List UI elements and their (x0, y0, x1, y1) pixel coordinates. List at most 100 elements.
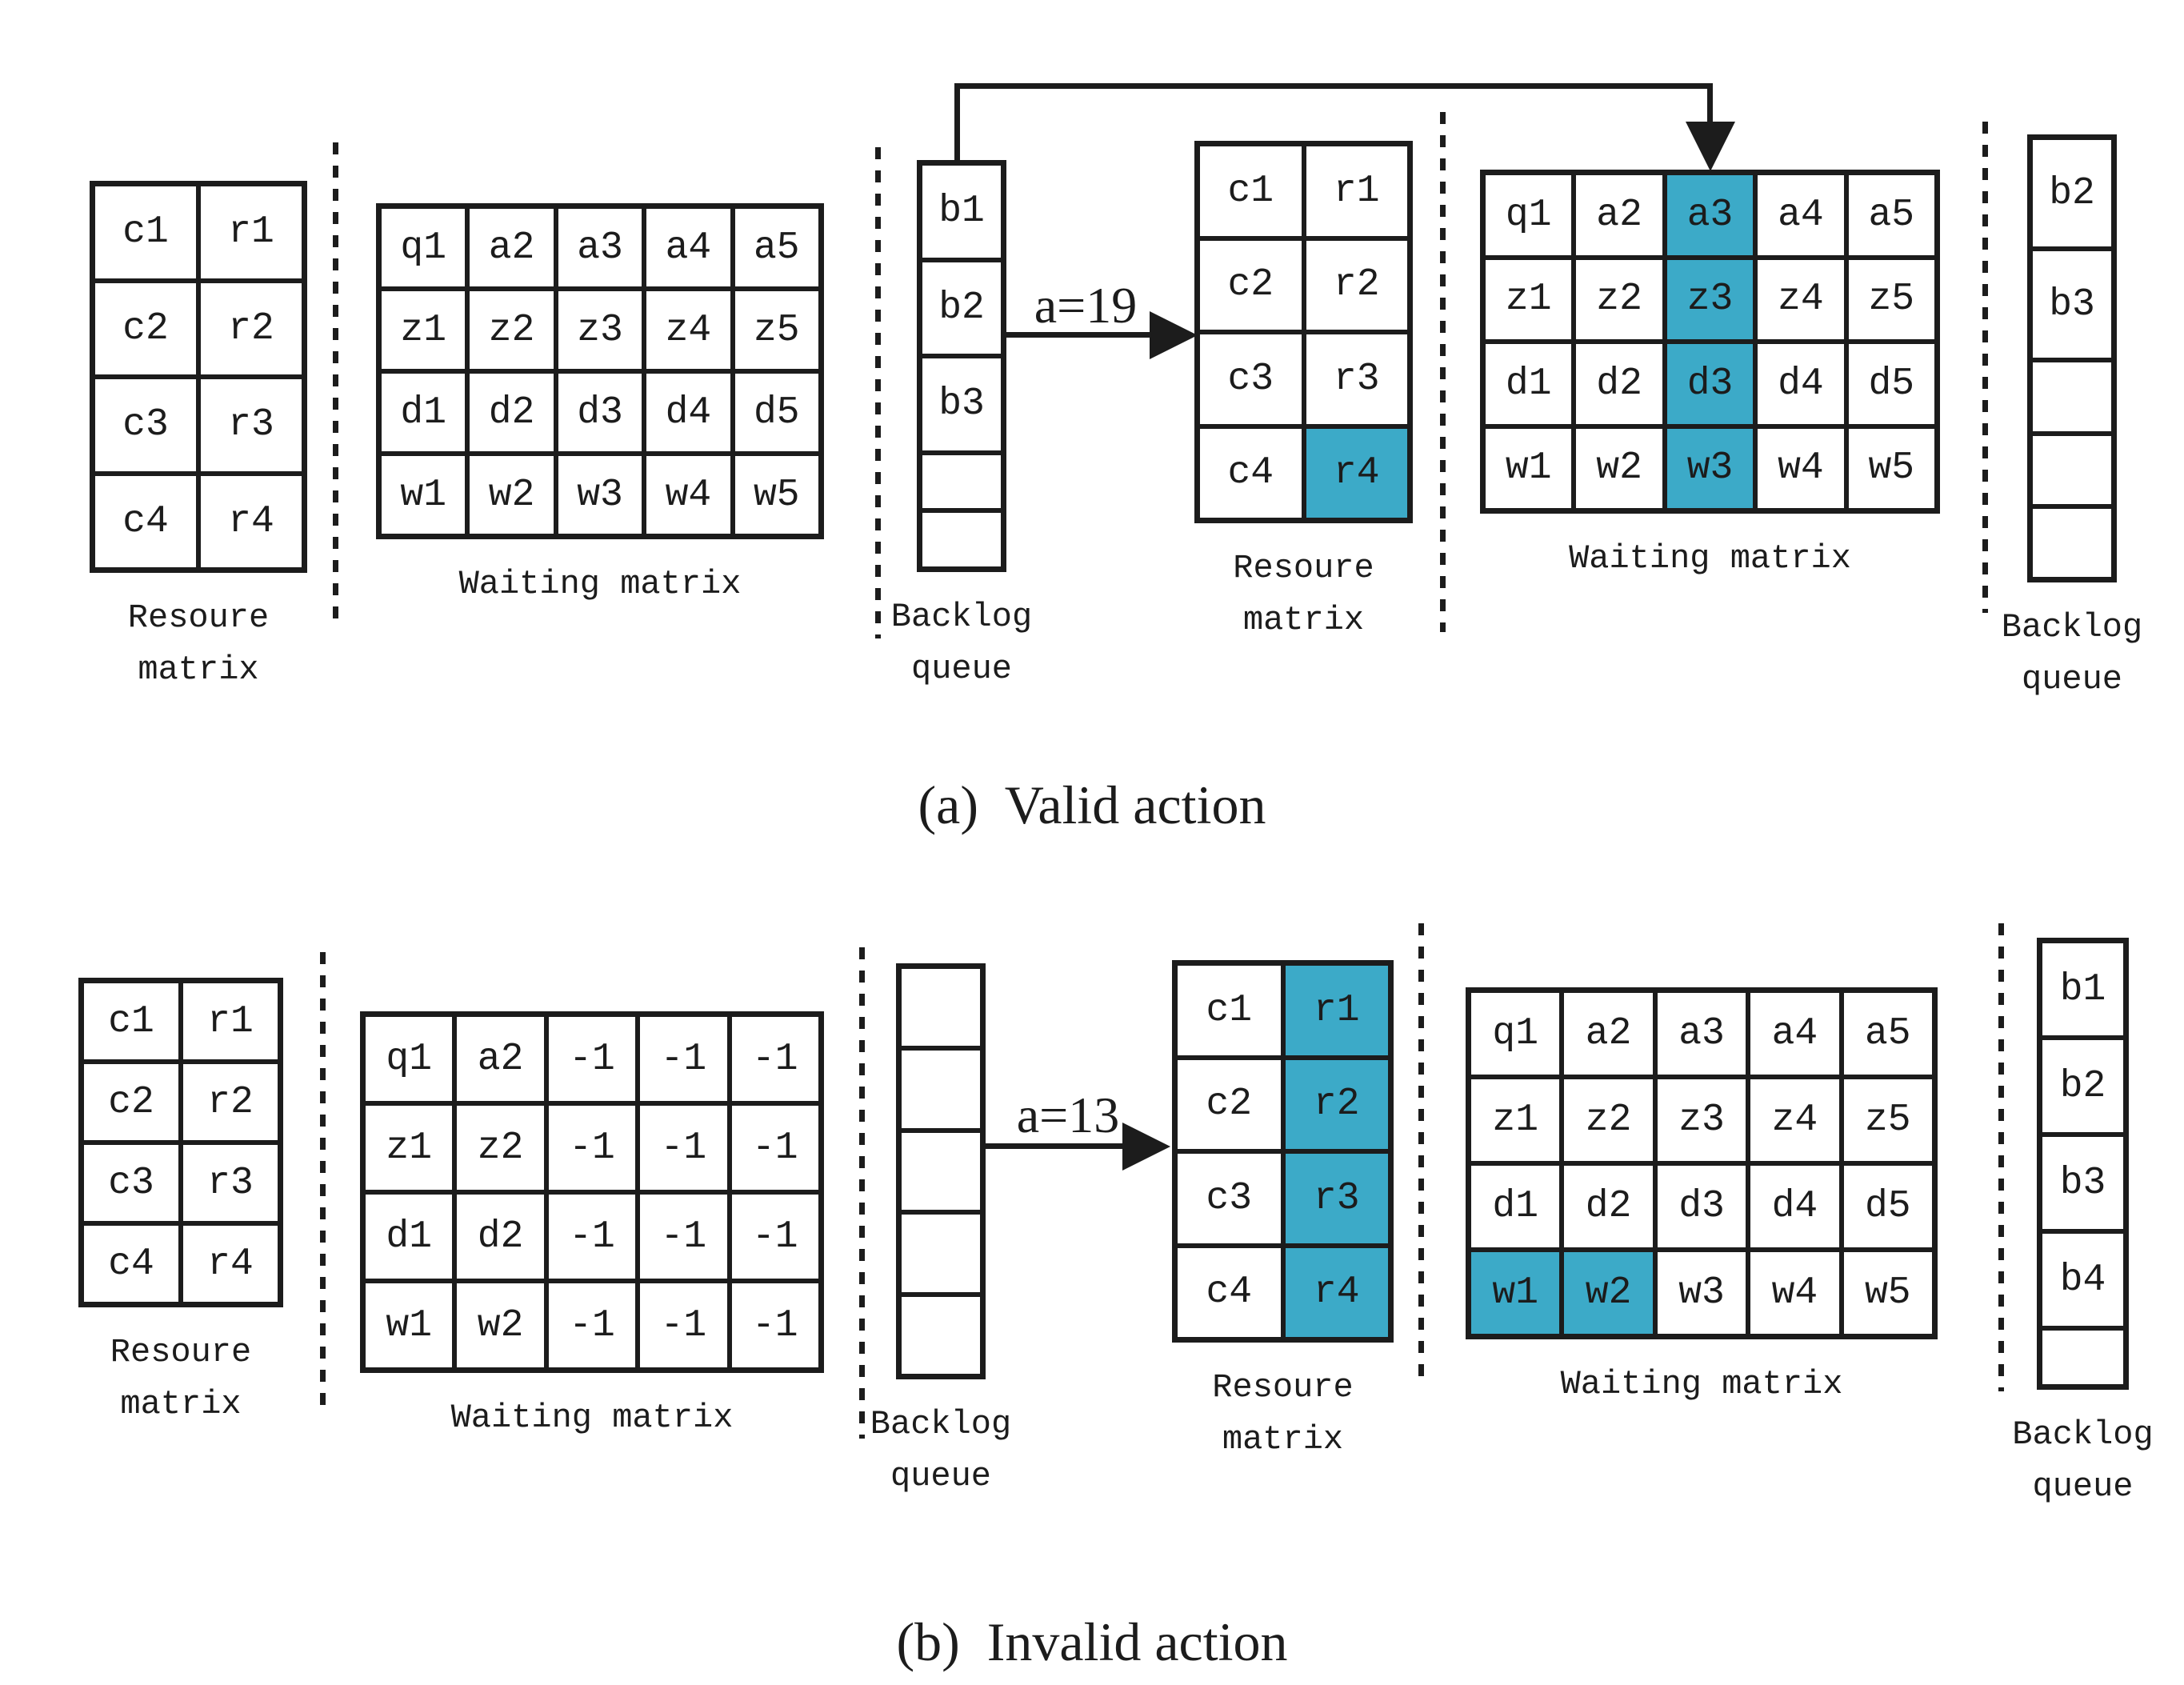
matrix-cell: a3 (555, 206, 645, 289)
matrix-cell: d1 (379, 371, 468, 454)
matrix-cell: b3 (2040, 1135, 2126, 1231)
matrix-cell: d1 (1469, 1163, 1562, 1250)
panel-b-backlog-queue-before: Backlog queue (870, 963, 1011, 1495)
action-arrow-shaft (1006, 332, 1154, 338)
waiting-matrix-label: Waiting matrix (1561, 1359, 1843, 1411)
matrix-cell: r3 (1303, 332, 1410, 426)
matrix-cell: w1 (1469, 1250, 1562, 1336)
label-line: Backlog (890, 598, 1033, 636)
label-line: matrix (1222, 1420, 1344, 1459)
matrix-cell: r3 (1282, 1151, 1390, 1246)
matrix-cell (2030, 433, 2114, 506)
matrix-cell: r2 (1303, 238, 1410, 332)
matrix-cell: w3 (1664, 426, 1756, 510)
action-arrow-label: a=19 (1034, 277, 1138, 334)
waiting-matrix-label: Waiting matrix (1569, 533, 1851, 585)
matrix-cell: z4 (1748, 1077, 1842, 1163)
resource-matrix-label: Resoure matrix (110, 1327, 251, 1431)
action-arrow-head (1122, 1123, 1170, 1171)
label-line: Resoure (110, 1333, 252, 1371)
matrix-cell: d3 (1654, 1163, 1749, 1250)
matrix-cell: c4 (1198, 426, 1304, 520)
matrix-cell: c4 (93, 473, 198, 570)
matrix-cell: d2 (1562, 1163, 1655, 1250)
label-line: matrix (1242, 601, 1365, 640)
matrix-cell: b4 (2040, 1231, 2126, 1328)
resource-matrix-label: Resoure matrix (128, 592, 269, 696)
dotted-separator (1418, 923, 1424, 1387)
matrix-cell: -1 (546, 1281, 638, 1370)
caption-b: (b) Invalid action (896, 1611, 1288, 1672)
matrix-cell: c1 (93, 184, 198, 281)
matrix-cell: r2 (181, 1062, 280, 1143)
matrix-cell: w2 (1574, 426, 1665, 510)
matrix-cell (2030, 506, 2114, 579)
matrix-cell: -1 (638, 1103, 730, 1192)
label-line: Resoure (1212, 1368, 1354, 1407)
matrix-cell: b1 (2040, 941, 2126, 1038)
loop-arrow-head (1686, 122, 1735, 171)
matrix-cell: q1 (1483, 173, 1574, 258)
matrix-cell: z3 (555, 289, 645, 371)
matrix-cell: r1 (198, 184, 304, 281)
matrix-cell: d4 (1755, 342, 1846, 426)
label-line: Waiting matrix (1569, 539, 1851, 578)
waiting-matrix-label: Waiting matrix (459, 558, 742, 610)
matrix-cell: z5 (732, 289, 821, 371)
matrix-cell: z1 (379, 289, 468, 371)
matrix-cell: r4 (181, 1223, 280, 1304)
matrix-cell: z5 (1841, 1077, 1934, 1163)
matrix-cell (2040, 1328, 2126, 1387)
matrix-cell: d1 (363, 1192, 455, 1281)
dotted-separator (1998, 923, 2004, 1391)
matrix-cell: w4 (1748, 1250, 1842, 1336)
matrix-cell: c3 (1175, 1151, 1283, 1246)
dotted-separator (1440, 112, 1446, 632)
matrix-cell: b2 (2040, 1038, 2126, 1135)
matrix-cell: -1 (638, 1281, 730, 1370)
matrix-cell (920, 452, 1003, 511)
matrix-cell: d5 (1841, 1163, 1934, 1250)
matrix-cell: z2 (1574, 257, 1665, 342)
matrix-cell: -1 (546, 1103, 638, 1192)
matrix-cell: -1 (729, 1281, 821, 1370)
matrix-cell: -1 (729, 1192, 821, 1281)
label-line: Waiting matrix (1560, 1365, 1843, 1403)
matrix-cell: z2 (1562, 1077, 1655, 1163)
label-line: Waiting matrix (450, 1399, 734, 1437)
matrix-cell: d5 (1846, 342, 1937, 426)
matrix-cell: w1 (1483, 426, 1574, 510)
matrix-cell: r2 (198, 280, 304, 377)
matrix-cell: c1 (1198, 144, 1304, 238)
matrix-cell: a5 (1846, 173, 1937, 258)
matrix-cell: c3 (93, 377, 198, 474)
matrix-cell: c3 (82, 1143, 181, 1223)
label-line: matrix (120, 1385, 242, 1424)
matrix-cell: a5 (732, 206, 821, 289)
backlog-queue-label: Backlog queue (2012, 1409, 2153, 1513)
loop-arrow-rise-segment (954, 83, 960, 163)
matrix-cell: d1 (1483, 342, 1574, 426)
label-line: queue (890, 1457, 992, 1496)
matrix-cell: -1 (638, 1015, 730, 1103)
matrix-cell: -1 (546, 1192, 638, 1281)
label-line: Resoure (1233, 549, 1374, 587)
matrix-cell: z1 (1483, 257, 1574, 342)
matrix-cell: z1 (363, 1103, 455, 1192)
matrix-cell: d3 (555, 371, 645, 454)
matrix-cell: b1 (920, 163, 1003, 260)
waiting-matrix-label: Waiting matrix (451, 1392, 734, 1444)
matrix-cell: q1 (379, 206, 468, 289)
matrix-cell: w1 (379, 454, 468, 536)
matrix-cell: w2 (454, 1281, 546, 1370)
dotted-separator (320, 952, 326, 1408)
dotted-separator (1982, 122, 1988, 613)
